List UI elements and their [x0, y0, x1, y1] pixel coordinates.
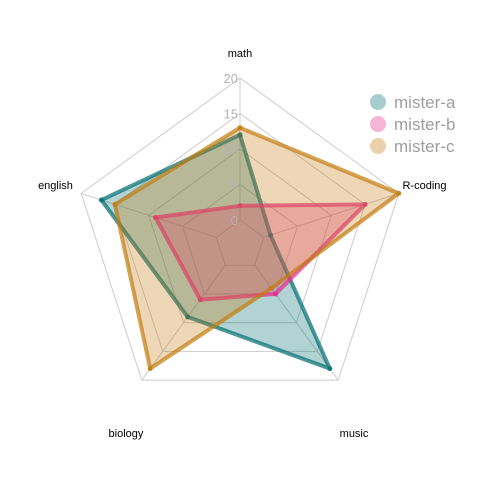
axis-label-english: english — [38, 180, 73, 192]
data-point-mister-c-math — [237, 125, 243, 131]
data-point-mister-a-math — [237, 132, 243, 138]
grid-spoke-1 — [263, 192, 399, 238]
grid-ring-3 — [114, 112, 366, 352]
series-area-mister-c — [112, 125, 401, 371]
axis-label-biology: biology — [109, 428, 144, 440]
series-area-mister-b — [153, 202, 368, 302]
legend-swatch-mister-c — [370, 138, 386, 154]
radar-series-layer — [98, 125, 402, 372]
data-point-mister-c-music — [268, 285, 274, 291]
data-point-mister-a-music — [327, 366, 333, 372]
data-point-mister-a-R-coding — [268, 232, 274, 238]
axis-label-math: math — [228, 48, 252, 60]
data-point-mister-c-english — [112, 201, 118, 207]
axis-label-music: music — [340, 428, 369, 440]
chart-legend: mister-a mister-b mister-c — [370, 93, 456, 156]
data-point-mister-a-biology — [185, 314, 191, 320]
data-point-mister-c-biology — [147, 366, 153, 372]
tick-label-1: 5 — [231, 178, 238, 193]
data-point-mister-b-R-coding — [362, 201, 368, 207]
grid-ring-4 — [80, 77, 400, 381]
radar-tick-labels: 0 5 10 15 20 — [224, 71, 238, 228]
grid-ring-0 — [215, 219, 265, 266]
tick-label-2: 10 — [224, 142, 238, 157]
axis-label-R-coding: R-coding — [402, 180, 446, 192]
legend-label-mister-b: mister-b — [394, 115, 455, 134]
data-point-mister-c-R-coding — [396, 190, 402, 196]
legend-swatch-mister-b — [370, 116, 386, 132]
tick-label-0: 0 — [231, 213, 238, 228]
data-point-mister-a-english — [98, 197, 104, 203]
grid-spoke-3 — [141, 264, 226, 381]
grid-ring-1 — [181, 183, 299, 295]
legend-label-mister-a: mister-a — [394, 93, 456, 112]
data-point-mister-b-math — [237, 203, 243, 209]
legend-label-mister-c: mister-c — [394, 137, 455, 156]
tick-label-4: 20 — [224, 71, 238, 86]
data-point-mister-b-biology — [197, 297, 203, 303]
series-area-mister-a — [99, 132, 332, 371]
data-point-mister-b-english — [152, 215, 158, 221]
legend-swatch-mister-a — [370, 94, 386, 110]
data-point-mister-b-music — [273, 291, 279, 297]
tick-label-3: 15 — [224, 107, 238, 122]
